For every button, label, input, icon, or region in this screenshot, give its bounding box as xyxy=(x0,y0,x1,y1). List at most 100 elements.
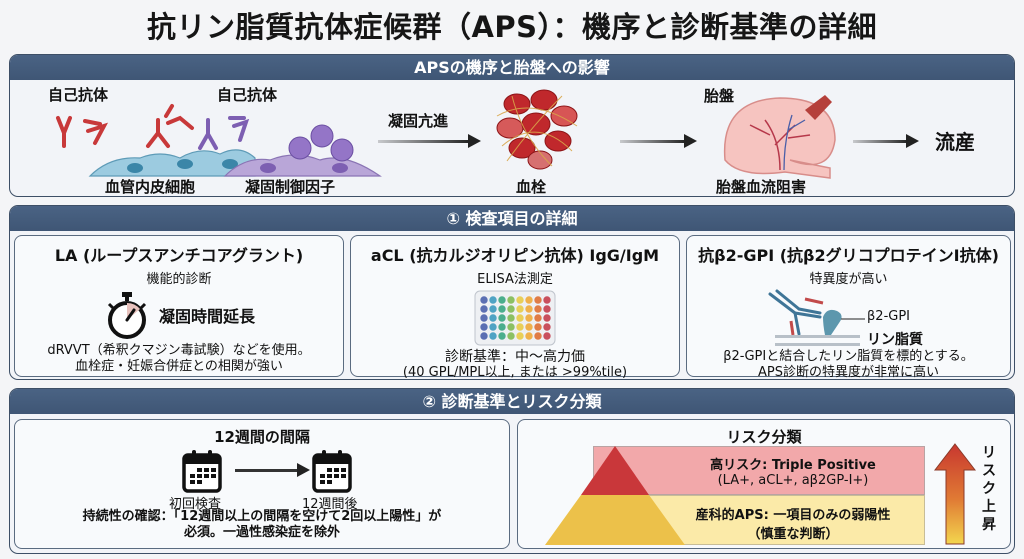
calendar-day xyxy=(190,480,195,484)
risk-high-band xyxy=(593,446,925,495)
calendar-day xyxy=(341,468,346,472)
risk-low-detail: （慎重な判断） xyxy=(747,527,839,542)
elisa-well xyxy=(516,305,524,313)
autoantibodies-purple xyxy=(198,116,250,150)
risk-title: リスク分類 xyxy=(726,428,802,446)
elisa-well xyxy=(480,305,488,313)
arrow-2 xyxy=(620,140,686,143)
interval-arrow-head xyxy=(297,463,310,477)
risk-low-text: 産科的APS: 一項目のみの弱陽性 （慎重な判断） xyxy=(668,504,918,542)
arrow-3-head xyxy=(906,134,919,148)
thrombus-icon xyxy=(496,89,578,170)
elisa-well xyxy=(480,323,488,331)
calendar-day xyxy=(334,468,339,472)
card-la-text-1: dRVVT（希釈クマジン毒試験）などを使用。 xyxy=(47,343,311,358)
card-acl-text-2: (40 GPL/MPL以上, または >99%tile) xyxy=(402,365,628,380)
elisa-well xyxy=(480,332,488,340)
card-acl: aCL (抗カルジオリピン抗体) IgG/IgM ELISA法測定 診断基準：中… xyxy=(350,235,680,380)
elisa-well xyxy=(507,296,515,304)
pyramid-bottom xyxy=(545,495,685,545)
hypercoagulation-label: 凝固亢進 xyxy=(388,112,449,130)
coagulation-regulator-cells xyxy=(223,124,382,177)
calendar-day xyxy=(334,474,339,478)
antibody-cell-illustration xyxy=(56,104,382,177)
elisa-plate-icon xyxy=(474,290,556,346)
mechanism-header: APSの機序と胎盤への影響 xyxy=(10,55,1014,80)
elisa-well xyxy=(498,296,506,304)
elisa-well xyxy=(480,314,488,322)
placenta-flow-label: 胎盤血流阻害 xyxy=(716,178,807,196)
card-b2gpi: 抗β2-GPI (抗β2グリコプロテインI抗体) 特異度が高い β2-GPI xyxy=(686,235,1011,380)
arrow-up-icon xyxy=(933,443,977,545)
elisa-well xyxy=(498,314,506,322)
miscarriage-label: 流産 xyxy=(935,130,975,154)
elisa-well xyxy=(498,332,506,340)
endothelial-cells xyxy=(88,149,256,177)
calendar-day xyxy=(197,480,202,484)
calendar-day xyxy=(211,468,216,472)
calendar-day xyxy=(327,474,332,478)
elisa-well xyxy=(534,332,542,340)
card-acl-text-1: 診断基準：中〜高力価 xyxy=(445,349,585,365)
interval-text-2: 必須。一過性感染症を除外 xyxy=(183,525,340,540)
calendar-day xyxy=(190,474,195,478)
interval-title: 12週間の間隔 xyxy=(214,428,310,446)
card-acl-subtitle: ELISA法測定 xyxy=(477,272,553,287)
elisa-well xyxy=(489,323,497,331)
risk-high-detail: (LA+, aCL+, aβ2GP-I+) xyxy=(717,473,869,488)
calendar-day xyxy=(341,474,346,478)
elisa-well xyxy=(516,296,524,304)
elisa-well xyxy=(489,305,497,313)
card-la-text-2: 血栓症・妊娠合併症との相関が強い xyxy=(75,359,283,374)
card-acl-title: aCL (抗カルジオリピン抗体) IgG/IgM xyxy=(370,246,660,265)
arrow-2-head xyxy=(684,134,697,148)
elisa-well xyxy=(525,314,533,322)
autoantibody-label-1: 自己抗体 xyxy=(48,86,109,104)
coag-regulator-label: 凝固制御因子 xyxy=(245,178,336,196)
elisa-well xyxy=(480,296,488,304)
interval-card: 12週間の間隔 初回検査 12週間後 持続性の確認：「12週間以上の間隔を空けて… xyxy=(14,419,510,549)
autoantibody-label-2: 自己抗体 xyxy=(217,86,278,104)
pyramid-top xyxy=(581,446,649,495)
elisa-well xyxy=(543,296,551,304)
card-la-subtitle: 機能的診断 xyxy=(146,272,212,287)
autoantibodies-red xyxy=(56,104,194,148)
elisa-well xyxy=(543,314,551,322)
card-la: LA (ループスアンチコアグラント) 機能的診断 凝固時間延長 dRVVT（希釈… xyxy=(14,235,344,377)
antibody-binding-icon xyxy=(768,289,865,346)
elisa-well xyxy=(516,323,524,331)
arrow-1-head xyxy=(468,134,481,148)
tests-section: ① 検査項目の詳細 LA (ループスアンチコアグラント) 機能的診断 凝固時間延… xyxy=(9,205,1015,380)
risk-pyramid xyxy=(545,446,685,545)
risk-low-title: 産科的APS: 一項目のみの弱陽性 xyxy=(695,508,891,523)
calendar-day xyxy=(204,468,209,472)
elisa-well xyxy=(489,332,497,340)
elisa-well xyxy=(534,296,542,304)
card-b2gpi-title: 抗β2-GPI (抗β2グリコプロテインI抗体) xyxy=(698,246,999,265)
b2gpi-diagram-label: β2-GPI xyxy=(867,309,911,324)
endothelial-label: 血管内皮細胞 xyxy=(105,178,196,196)
week12-label: 12週間後 xyxy=(302,497,358,512)
elisa-well xyxy=(507,323,515,331)
placenta-icon xyxy=(723,95,836,179)
elisa-well xyxy=(507,332,515,340)
interval-arrow xyxy=(235,469,299,472)
calendar-day xyxy=(211,474,216,478)
card-b2gpi-text-2: APS診断の特異度が非常に高い xyxy=(758,365,939,380)
risk-card: リスク分類 高リスク: Triple Positive (LA+, aCL+, … xyxy=(517,419,1011,549)
elisa-well xyxy=(525,296,533,304)
calendar-icon-first xyxy=(182,450,222,493)
calendar-day xyxy=(327,480,332,484)
tests-header: ① 検査項目の詳細 xyxy=(10,206,1014,231)
criteria-header: ② 診断基準とリスク分類 xyxy=(10,389,1014,414)
stopwatch-icon xyxy=(107,292,147,339)
phospholipid-diagram-label: リン脂質 xyxy=(867,332,923,348)
elisa-well xyxy=(525,332,533,340)
elisa-well xyxy=(525,323,533,331)
card-la-icon-caption: 凝固時間延長 xyxy=(158,307,255,326)
elisa-well xyxy=(534,314,542,322)
risk-high-title: 高リスク: Triple Positive xyxy=(710,458,876,473)
arrow-1 xyxy=(378,140,470,143)
card-b2gpi-subtitle: 特異度が高い xyxy=(809,272,888,287)
elisa-well xyxy=(543,323,551,331)
